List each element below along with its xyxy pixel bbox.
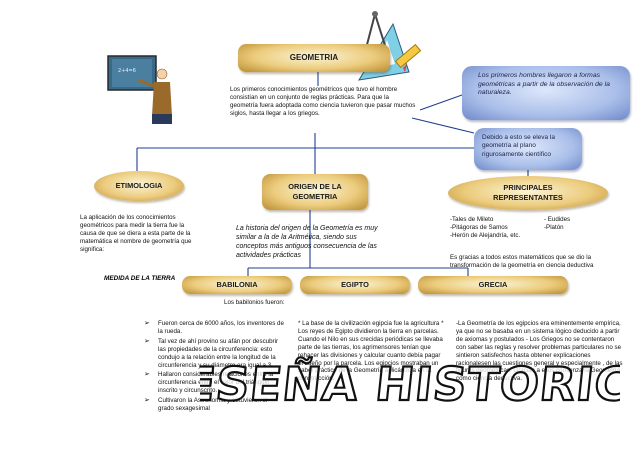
title-node: GEOMETRIA xyxy=(238,44,390,72)
etimologia-text: La aplicación de los conocimientos geomé… xyxy=(80,214,192,253)
node-representantes: PRINCIPALES REPRESENTANTES xyxy=(448,176,608,210)
babilonia-list: Fueron cerca de 6000 años, los inventore… xyxy=(144,320,284,415)
medida-label: MEDIDA DE LA TIERRA xyxy=(104,275,176,282)
note-first-men-text: Los primeros hombres llegaron a formas g… xyxy=(478,72,610,97)
representante-item: -Pitágoras de Samos xyxy=(450,223,508,231)
node-babilonia: BABILONIA xyxy=(182,276,292,294)
list-item: Tal vez de ahí provino su afán por descu… xyxy=(144,338,284,370)
svg-text:2+4=6: 2+4=6 xyxy=(118,68,136,74)
node-origen-label: ORIGEN DE LA GEOMETRIA xyxy=(288,182,342,201)
note-elevated-text: Debido a esto se eleva la geometría al p… xyxy=(482,134,555,158)
node-representantes-label: PRINCIPALES REPRESENTANTES xyxy=(493,183,563,202)
chalkboard-teacher-icon: 2+4=6 xyxy=(107,55,172,124)
representante-item: -Herón de Alejandría, etc. xyxy=(450,231,521,239)
representante-item: - Eudides xyxy=(544,216,571,223)
banner-text: RESEÑA HISTORICA xyxy=(200,357,620,411)
list-item: Cultivaron la Astronomía y obtuvieron el… xyxy=(144,397,284,413)
grecia-text: -La Geometría de los egipcios era eminen… xyxy=(456,320,623,383)
representantes-left: -Tales de Mileto -Pitágoras de Samos -He… xyxy=(450,216,530,240)
node-etimologia: ETIMOLOGIA xyxy=(94,171,184,201)
link-intro-elevated xyxy=(411,117,475,134)
list-item: Fueron cerca de 6000 años, los inventore… xyxy=(144,320,284,336)
title-label: GEOMETRIA xyxy=(289,53,339,62)
representante-item: -Platón xyxy=(544,223,564,231)
node-etimologia-label: ETIMOLOGIA xyxy=(115,181,163,190)
node-egipto-label: EGIPTO xyxy=(341,280,369,289)
note-elevated: Debido a esto se eleva la geometría al p… xyxy=(474,128,582,170)
node-origen: ORIGEN DE LA GEOMETRIA xyxy=(262,174,368,210)
babilonia-intro: Los babilonios fueron: xyxy=(224,299,285,306)
node-egipto: EGIPTO xyxy=(300,276,410,294)
representantes-right: - Eudides -Platón xyxy=(544,216,604,232)
intro-text: Los primeros conocimientos geométricos q… xyxy=(230,86,416,117)
representantes-note: Es gracias a todos estos matemáticos que… xyxy=(450,254,594,269)
link-intro-firstmen xyxy=(419,94,463,111)
node-grecia-label: GRECIA xyxy=(478,280,508,289)
resena-historica-banner: RESEÑA HISTORICA xyxy=(200,356,620,412)
representante-item: -Tales de Mileto xyxy=(450,216,494,223)
node-grecia: GRECIA xyxy=(418,276,568,294)
origen-text: La historia del origen de la Geometría e… xyxy=(236,225,378,259)
egipto-text: * La base de la civilización egipcia fue… xyxy=(298,320,444,383)
node-babilonia-label: BABILONIA xyxy=(216,280,258,289)
note-first-men: Los primeros hombres llegaron a formas g… xyxy=(462,66,630,120)
list-item: Hallaron considerables relaciones entre … xyxy=(144,371,284,395)
